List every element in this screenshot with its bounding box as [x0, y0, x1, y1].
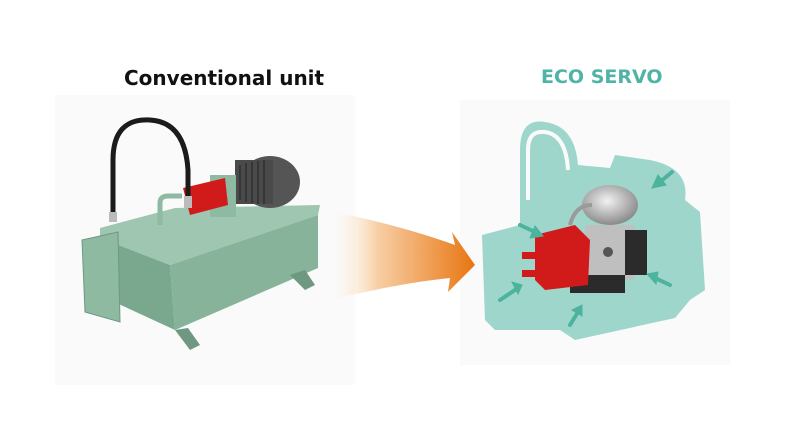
conventional-unit-title: Conventional unit — [124, 66, 325, 90]
conventional-unit-illustration — [81, 117, 320, 350]
eco-servo-title: ECO SERVO — [541, 66, 663, 88]
transition-arrow — [325, 210, 475, 300]
eco-servo-illustration — [482, 121, 705, 340]
